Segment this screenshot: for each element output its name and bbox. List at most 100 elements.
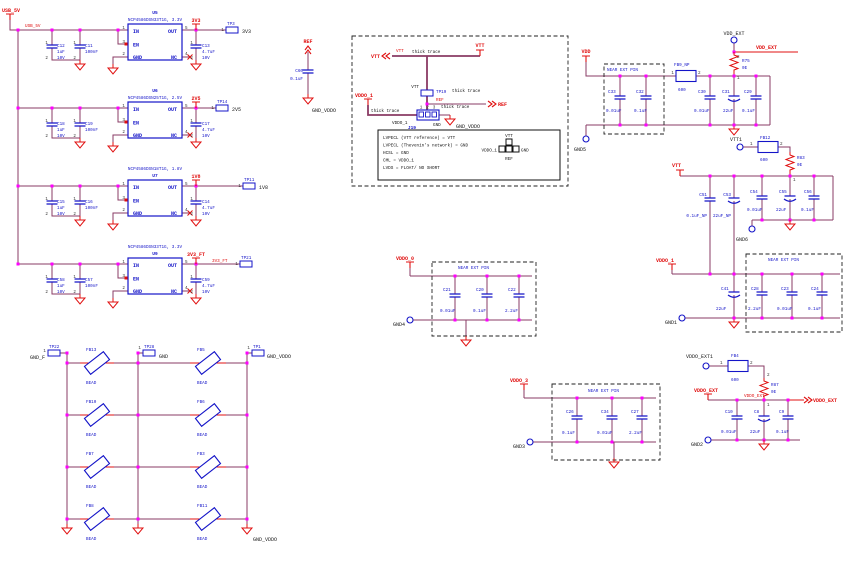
pin-number: 2: [122, 286, 125, 291]
cap-value: 100nF: [85, 50, 98, 55]
cap-value: 4.7uF: [202, 128, 215, 133]
bead-refdes: FB9_NP: [674, 63, 690, 68]
ground-pin: [748, 225, 756, 233]
pict-pin: [498, 145, 506, 153]
note-line: LVDS = FLOAT/ NO SHORT: [383, 166, 440, 171]
pin-label: GND5: [574, 147, 586, 153]
pin-number: 1: [122, 26, 125, 31]
net-label: VDD: [581, 49, 590, 55]
net-label: GND: [433, 123, 441, 128]
pin-name: OUT: [168, 185, 177, 191]
cap-refdes: C54: [750, 190, 758, 195]
bead-refdes: FB4: [731, 354, 739, 359]
cap-value: 0.01uF: [694, 109, 710, 114]
ic-refdes: U6: [152, 88, 158, 94]
net-label: GND: [159, 354, 168, 360]
pin-number: 2: [45, 290, 48, 295]
cap-refdes: C55: [779, 190, 787, 195]
pin-name: GND: [133, 211, 142, 217]
pin-name: GND: [133, 55, 142, 61]
near-ext-pin-box: [603, 63, 665, 135]
near-ext-pin-box: [431, 261, 537, 337]
pin-number: 3: [122, 40, 125, 45]
connector-pin: [730, 36, 738, 44]
cap-value: 4.7uF: [202, 50, 215, 55]
cap-value: 22uF: [776, 208, 787, 213]
pin-number: 1: [420, 106, 423, 111]
pin-name: IN: [133, 185, 139, 191]
cap-refdes: C27: [631, 410, 639, 415]
net-label: USB_5V: [2, 8, 20, 14]
cap-value: 0.01uF: [777, 307, 793, 312]
pin-number: 1: [211, 106, 214, 111]
bead-refdes: FB11: [197, 504, 208, 509]
net-label: 3V3: [191, 18, 200, 24]
pin-label: GND2: [691, 442, 703, 448]
net-label: VDDO_1: [355, 93, 373, 99]
notes-box: [377, 129, 561, 181]
net-label: VTT: [396, 49, 404, 54]
vddoext-section: VDDO_EXT1 1 FB4 2 600 2 R87 0E 1 VDDO_EX…: [686, 354, 837, 451]
pict-label: GND: [521, 149, 529, 154]
cap-refdes: C51: [699, 193, 707, 198]
pin-number: 1: [793, 178, 796, 183]
regulator-stage-u7: 12 12 C15 1uF 10V C16 100nF NCP4586DSN18…: [16, 167, 268, 231]
pin-label: GND3: [513, 444, 525, 450]
jumper-pin: [431, 111, 437, 118]
vdd-section: VDD NEAR EXT PIN C33 0.01uF C32 0.1uF FB…: [574, 31, 798, 153]
test-point: [142, 349, 156, 357]
annotation: thick trace: [452, 89, 481, 94]
pin-number: 2: [73, 134, 76, 139]
cap-refdes: C57: [85, 278, 93, 283]
bead-refdes: FB3: [197, 452, 205, 457]
cap-refdes: C18: [57, 122, 65, 127]
pin-number: 1: [190, 197, 193, 202]
pict-label: VTT: [505, 134, 513, 139]
cap-refdes: C28: [751, 287, 759, 292]
cap-value: 0.01uF: [721, 430, 737, 435]
net-label: GND_F: [30, 355, 45, 361]
net-label: GND_VDDO: [253, 537, 277, 543]
cap-value: 2.2uF: [629, 431, 642, 436]
cap-value: 22uF: [716, 307, 727, 312]
pin-number: 1: [190, 119, 193, 124]
testpoint-refdes: TP19: [436, 90, 447, 95]
vtt-jumper-section: VTT VTT thick trace VTT VTT TP19 thick t…: [351, 35, 569, 187]
pin-name: OUT: [168, 263, 177, 269]
pin-number: 2: [190, 134, 193, 139]
net-label: 2V5: [191, 96, 200, 102]
cap-value: 0.1uF: [808, 307, 821, 312]
pin-number: 1: [221, 28, 224, 33]
res-refdes: R75: [742, 59, 750, 64]
test-point: [420, 89, 434, 97]
pin-number: 5: [185, 260, 188, 265]
pin-name: OUT: [168, 29, 177, 35]
cap-value: 0.1uF: [290, 77, 303, 82]
cap-value: 4.7uF: [202, 284, 215, 289]
bead-value: 600: [731, 378, 739, 383]
net-label: USB_5V: [25, 24, 41, 29]
cap-value: 10V: [57, 290, 65, 295]
cap-refdes: C19: [85, 122, 93, 127]
pin-number: 1: [122, 104, 125, 109]
cap-refdes: C23: [781, 287, 789, 292]
pin-number: 2: [122, 208, 125, 213]
cap-value: 10V: [202, 134, 210, 139]
ic-partnumber: NCP4586DSN33T1G, 3.3V: [128, 245, 183, 250]
net-label: VTT: [411, 85, 419, 90]
ic-refdes: U5: [152, 10, 158, 16]
pin-number: 1: [43, 349, 46, 354]
vddo1-section: VDDO_1 NEAR EXT PIN C41 22uF C28 2.2uF C…: [656, 253, 843, 333]
pin-number: 2: [750, 361, 753, 366]
cap-refdes: C60: [295, 69, 303, 74]
test-point: [239, 260, 253, 268]
annotation: thick trace: [441, 105, 470, 110]
net-label: GND_VDDO: [267, 354, 291, 360]
net-label: VTT: [371, 54, 380, 60]
net-label: 3V3: [242, 29, 251, 35]
net-label: GND_VDDO: [312, 108, 336, 114]
note-line: LVPECL (VTT reference) = VTT: [383, 136, 456, 141]
test-point: [215, 104, 229, 112]
jumper-pin: [425, 111, 431, 118]
